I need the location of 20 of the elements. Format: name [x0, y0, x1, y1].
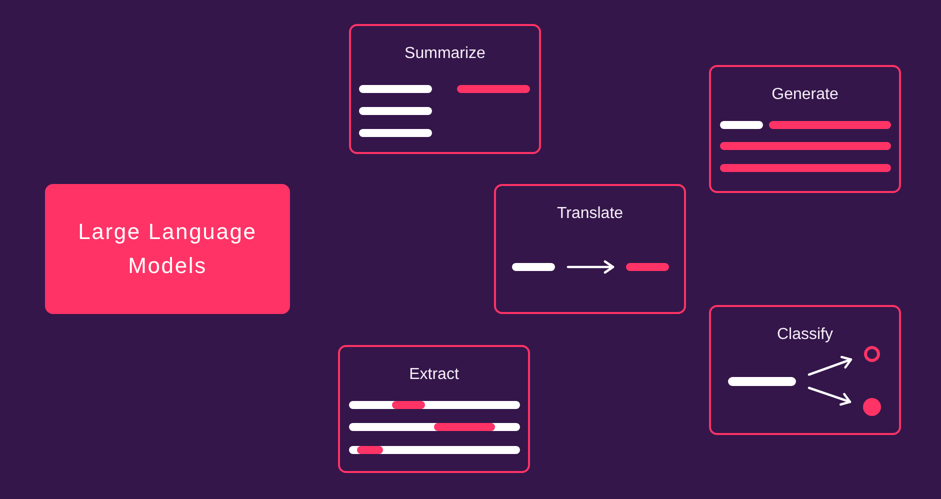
model-label: Large Language Models [77, 218, 258, 280]
text-line-bar [626, 263, 669, 271]
task-card [349, 24, 541, 154]
card-title: Translate [556, 204, 624, 224]
arrow [808, 356, 852, 376]
text-line-bar [728, 377, 796, 386]
card-title: Classify [776, 325, 833, 345]
card-title: Summarize [404, 44, 486, 64]
task-card [709, 65, 901, 193]
task-card [338, 345, 530, 473]
text-line-bar [512, 263, 555, 271]
card-title: Generate [772, 85, 838, 105]
dot-icon [863, 398, 881, 416]
arrow [808, 386, 852, 406]
model-box [45, 184, 290, 314]
task-card [709, 305, 901, 435]
arrow [566, 260, 614, 274]
card-title: Extract [409, 365, 459, 385]
task-card [494, 184, 686, 314]
ring-icon [864, 346, 880, 362]
